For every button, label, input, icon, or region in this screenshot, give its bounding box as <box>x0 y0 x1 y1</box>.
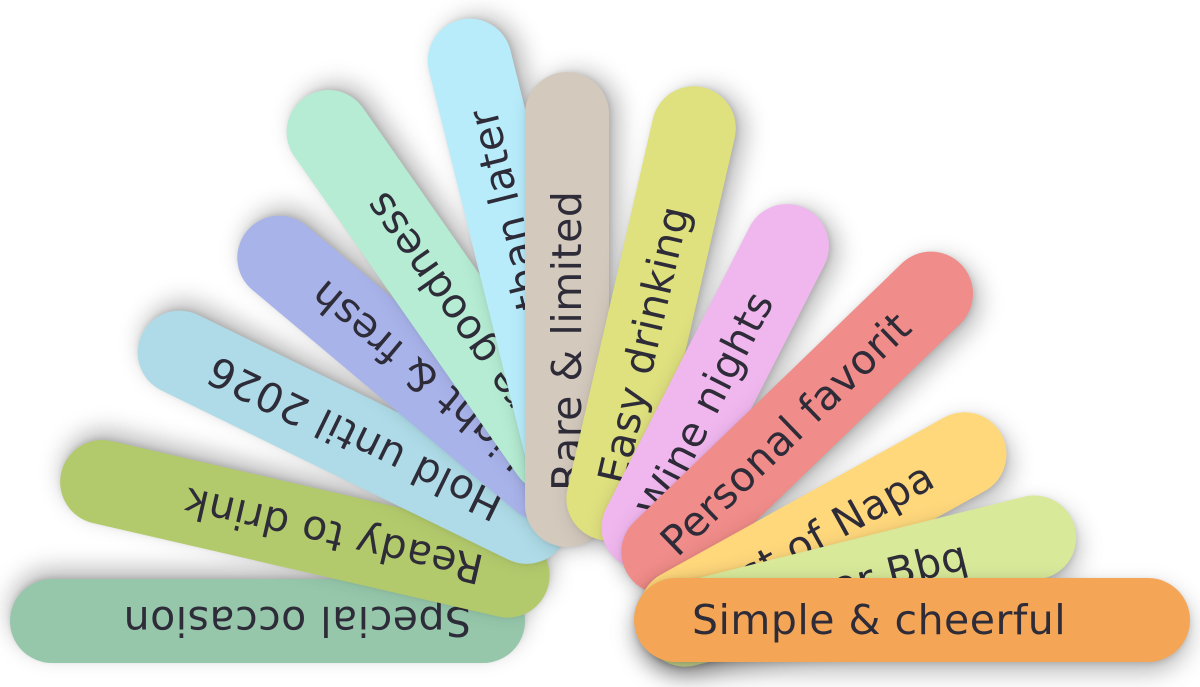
label-pill[interactable]: Simple & cheerful <box>634 578 1190 662</box>
pill-label: Special occasion <box>123 597 471 645</box>
pill-label: Simple & cheerful <box>692 596 1067 644</box>
